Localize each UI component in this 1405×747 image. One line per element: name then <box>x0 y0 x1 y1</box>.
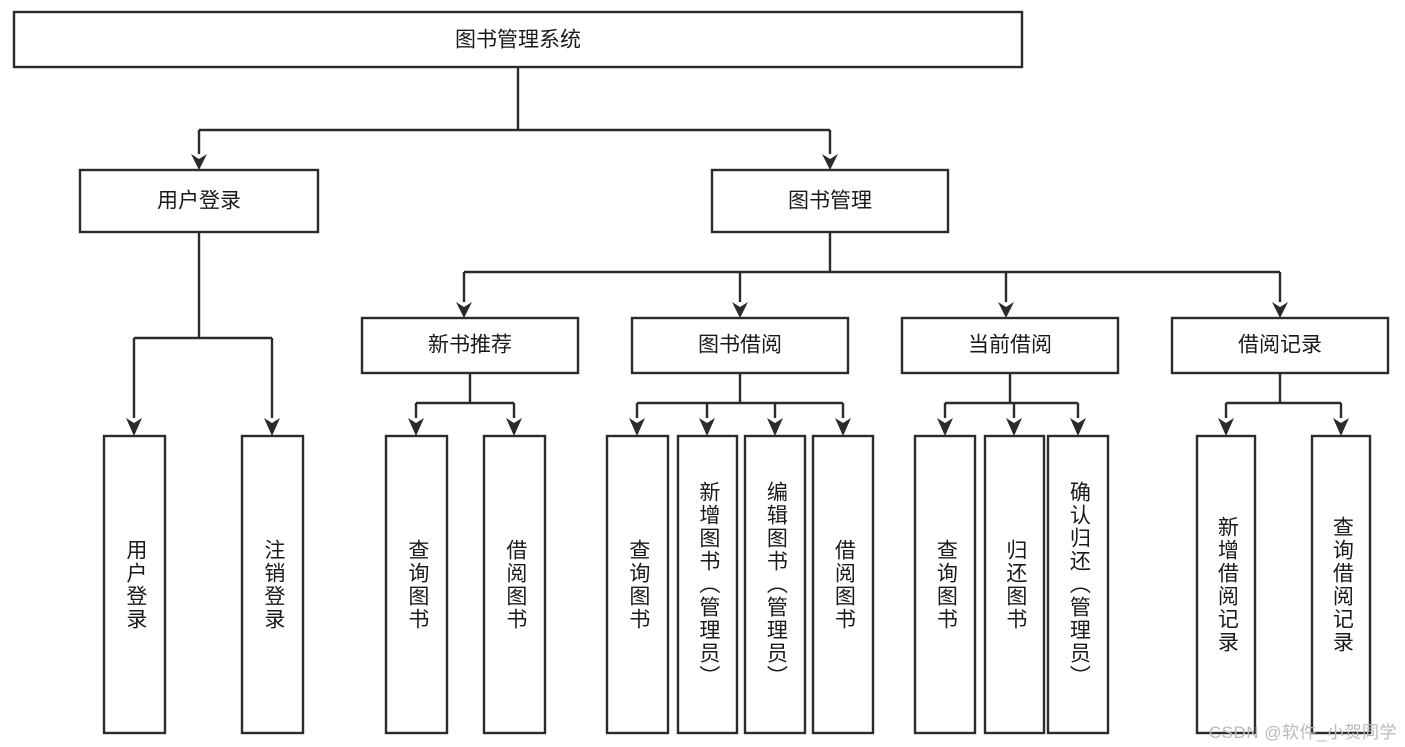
node-leaf-6[interactable] <box>676 434 739 735</box>
arrow-icon-leaf-8 <box>835 418 851 436</box>
arrow-icon-record <box>1272 302 1288 318</box>
label-borrow-record: 借阅记录 <box>1238 334 1322 357</box>
arrow-icon-leaf-13 <box>1333 418 1349 436</box>
arrow-icon-leaf-11 <box>1070 418 1086 436</box>
label-book-borrow: 图书借阅 <box>698 334 782 357</box>
node-current-borrow[interactable] <box>900 316 1120 375</box>
arrow-icon-leaf-1 <box>126 418 142 436</box>
arrow-icon-leaf-7 <box>767 418 783 436</box>
node-borrow-record[interactable] <box>1170 316 1390 375</box>
node-leaf-10[interactable] <box>983 434 1046 735</box>
label-new-book-recommend: 新书推荐 <box>428 334 512 357</box>
node-leaf-3[interactable] <box>384 434 449 735</box>
label-user-login: 用户登录 <box>157 190 241 213</box>
arrow-icon-book-mgmt <box>822 154 838 170</box>
label-book-management: 图书管理 <box>788 190 872 213</box>
node-boxes <box>12 10 1390 735</box>
node-leaf-2[interactable] <box>240 434 305 735</box>
arrow-icon-leaf-3 <box>408 418 424 436</box>
arrow-icon-user-login <box>191 154 207 170</box>
node-root[interactable] <box>12 10 1024 69</box>
arrow-icon-new-book <box>456 302 472 318</box>
node-leaf-7[interactable] <box>743 434 807 735</box>
connector-lines <box>132 67 1343 418</box>
arrow-icon-leaf-6 <box>699 418 715 436</box>
arrow-icon-leaf-9 <box>937 418 953 436</box>
node-leaf-12[interactable] <box>1195 434 1257 735</box>
node-labels: 图书管理系统 用户登录 图书管理 新书推荐 图书借阅 当前借阅 借阅记录 <box>157 29 1322 357</box>
arrow-icon-current <box>998 302 1014 318</box>
arrow-icon-leaf-10 <box>1006 418 1022 436</box>
arrow-icon-leaf-12 <box>1218 418 1234 436</box>
node-leaf-8[interactable] <box>811 434 875 735</box>
arrow-icon-borrow <box>732 302 748 318</box>
node-user-login[interactable] <box>78 168 320 234</box>
node-leaf-9[interactable] <box>913 434 977 735</box>
label-root: 图书管理系统 <box>455 29 581 52</box>
node-leaf-11[interactable] <box>1046 434 1110 735</box>
node-new-book-recommend[interactable] <box>360 316 580 375</box>
arrow-heads <box>126 154 1349 436</box>
node-leaf-4[interactable] <box>482 434 547 735</box>
node-book-management[interactable] <box>710 168 950 234</box>
node-book-borrow[interactable] <box>630 316 850 375</box>
node-leaf-13[interactable] <box>1310 434 1372 735</box>
watermark-text: CSDN @软件_小贺同学 <box>1208 723 1397 742</box>
label-current-borrow: 当前借阅 <box>968 334 1052 357</box>
arrow-icon-leaf-2 <box>264 418 280 436</box>
node-leaf-1[interactable] <box>102 434 167 735</box>
arrow-icon-leaf-5 <box>629 418 645 436</box>
arrow-icon-leaf-4 <box>506 418 522 436</box>
node-leaf-5[interactable] <box>605 434 670 735</box>
